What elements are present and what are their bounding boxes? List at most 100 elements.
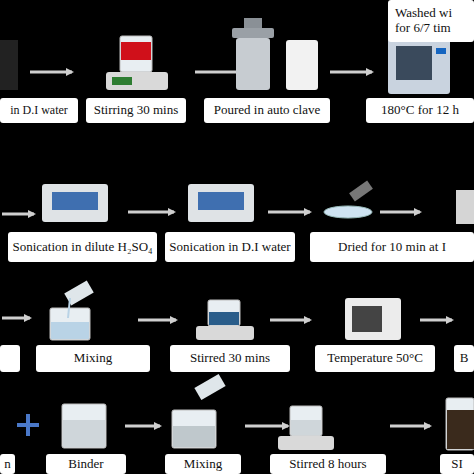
red-solution — [121, 42, 151, 60]
cut-icon — [456, 190, 474, 224]
solution — [209, 312, 239, 325]
furnace — [388, 36, 450, 94]
oven-body — [345, 298, 401, 340]
solution — [291, 420, 321, 435]
hotplate — [278, 436, 334, 450]
step-text: Washed wi for 6/7 tim — [395, 6, 467, 36]
cut-icon — [0, 40, 18, 90]
oven — [345, 298, 401, 340]
slurry-beaker — [446, 398, 474, 450]
step-text: 180°C for 12 h — [381, 103, 459, 118]
tilted-beaker — [194, 374, 225, 400]
step-label: B — [454, 345, 474, 372]
pouring-beaker — [172, 374, 226, 448]
ultrasonic-bath — [42, 184, 108, 222]
bath-panel — [198, 192, 244, 210]
autoclave — [232, 18, 318, 90]
bath-body — [188, 184, 254, 222]
step-label: Mixing — [165, 454, 241, 474]
flow-arrow — [245, 425, 288, 428]
substrate — [349, 181, 373, 202]
step-label: Dried for 10 min at I — [310, 232, 474, 262]
stirrer-red-beaker — [106, 36, 168, 90]
step-text: Stirred 30 mins — [190, 351, 270, 366]
flow-arrow — [128, 211, 174, 214]
furnace-panel — [436, 48, 446, 54]
beaker — [446, 398, 474, 450]
pouring-beaker — [50, 280, 94, 340]
step-text: B — [460, 351, 469, 366]
step-label: Stirred 8 hours — [270, 454, 386, 474]
pour-stream — [68, 298, 70, 318]
autoclave-lid — [232, 28, 274, 38]
oven-window — [352, 306, 382, 332]
step-text: n — [4, 457, 11, 472]
step-text: Poured in auto clave — [214, 103, 321, 118]
step-text: Temperature 50°C — [327, 351, 423, 366]
furnace-body — [388, 36, 450, 94]
step-label: Mixing — [36, 345, 150, 372]
step-label: 180°C for 12 h — [366, 98, 474, 123]
beaker — [50, 308, 90, 340]
bath-body — [42, 184, 108, 222]
solution — [51, 322, 89, 339]
flow-arrow — [380, 211, 420, 214]
solution — [173, 426, 215, 447]
dish — [324, 206, 372, 218]
autoclave-body — [236, 38, 270, 90]
cut-label-box — [0, 345, 20, 372]
autoclave-screw — [244, 18, 262, 28]
flow-arrow — [125, 425, 160, 428]
flow-arrow — [268, 211, 310, 214]
step-label: n — [0, 454, 15, 474]
beaker — [290, 406, 322, 436]
step-label: Stirred 30 mins — [170, 345, 290, 372]
ultrasonic-bath — [188, 184, 254, 222]
beaker — [62, 404, 106, 448]
slurry — [447, 410, 474, 449]
petri-dish — [324, 181, 373, 218]
step-text: Binder — [68, 457, 103, 472]
flow-arrow — [30, 71, 72, 74]
step-text: Sonication in dilute H₂SO₄ — [12, 240, 152, 255]
step-label: Washed wi for 6/7 tim — [388, 0, 474, 42]
flow-arrow — [138, 319, 176, 322]
stirrer-beaker — [196, 300, 254, 340]
beaker — [62, 404, 106, 448]
step-text: Stirring 30 mins — [94, 103, 179, 118]
flow-arrow — [270, 319, 310, 322]
step-text: Mixing — [184, 457, 222, 472]
flow-arrow — [330, 71, 372, 74]
beaker — [208, 300, 240, 326]
step-label: Binder — [46, 454, 126, 474]
hotplate — [196, 326, 254, 340]
step-label: Poured in auto clave — [204, 98, 330, 123]
step-label: in D.I water — [0, 98, 78, 123]
step-label: Sonication in D.I water — [165, 232, 295, 262]
step-text: in D.I water — [10, 104, 68, 118]
beaker — [172, 410, 216, 448]
hotplate — [106, 72, 168, 90]
step-text: SI — [451, 457, 463, 472]
binder — [63, 420, 105, 447]
bath-panel — [52, 192, 98, 210]
step-label: Sonication in dilute H₂SO₄ — [8, 232, 157, 262]
teflon-liner — [286, 40, 318, 90]
step-text: Sonication in D.I water — [169, 240, 290, 255]
beaker — [120, 36, 152, 72]
flow-arrows — [2, 72, 452, 426]
flow-arrow — [420, 319, 452, 322]
hotplate-panel — [112, 77, 132, 85]
step-label: Stirring 30 mins — [86, 98, 186, 123]
stirrer-beaker — [278, 406, 334, 450]
step-text: Mixing — [74, 351, 112, 366]
furnace-door — [396, 46, 432, 80]
step-text: Dried for 10 min at I — [338, 240, 446, 255]
plus-sign — [17, 414, 39, 436]
flow-arrow — [390, 425, 430, 428]
step-label: Temperature 50°C — [315, 345, 435, 372]
flow-arrow — [2, 317, 30, 320]
step-text: Stirred 8 hours — [289, 457, 366, 472]
step-label: SI — [440, 454, 474, 474]
